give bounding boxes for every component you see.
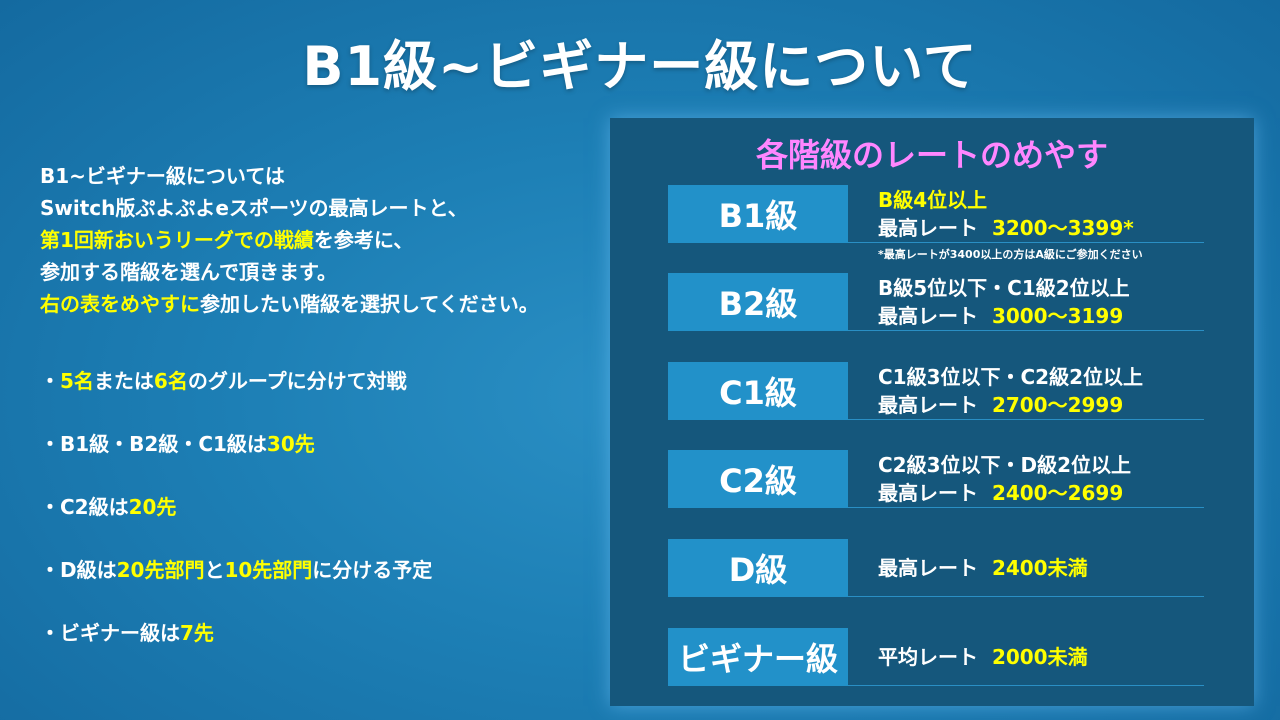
bullet-text: ・D級は [40, 558, 117, 582]
rate-line: 最高レート 3000〜3199 [878, 302, 1208, 330]
class-label: D級 [668, 539, 848, 597]
class-row-beginner: ビギナー級 平均レート 2000未満 [668, 628, 1204, 686]
rate-value: 2400〜2699 [991, 481, 1124, 505]
class-label: C1級 [668, 362, 848, 420]
class-condition: C2級3位以下・D級2位以上 [878, 453, 1132, 477]
bullet-text: に分ける予定 [312, 558, 433, 582]
rate-line: 最高レート 2400〜2699 [878, 479, 1208, 507]
class-row-c1: C1級 C1級3位以下・C2級2位以上 最高レート 2700〜2999 [668, 362, 1204, 420]
rate-label: 最高レート [878, 304, 978, 328]
list-item: ・C2級は20先 [40, 491, 176, 520]
class-condition: C1級3位以下・C2級2位以上 [878, 365, 1144, 389]
class-row-c2: C2級 C2級3位以下・D級2位以上 最高レート 2400〜2699 [668, 450, 1204, 508]
intro-text-part: 参加したい階級を選択してください。 [200, 292, 539, 316]
intro-line: 第1回新おいうリーグでの戦績を参考に、 [40, 224, 600, 256]
highlight-text: 6名 [153, 369, 188, 393]
list-item: ・B1級・B2級・C1級は30先 [40, 428, 315, 457]
rate-value: 2700〜2999 [991, 393, 1124, 417]
rate-value: 3000〜3199 [991, 304, 1124, 328]
divider [848, 596, 1204, 597]
class-condition: B級4位以上 [878, 188, 988, 212]
highlight-text: 右の表をめやすに [40, 292, 200, 316]
list-item: ・ビギナー級は7先 [40, 617, 214, 646]
class-row-d: D級 最高レート 2400未満 [668, 539, 1204, 597]
highlight-text: 5名 [60, 369, 94, 393]
rate-label: 最高レート [878, 481, 978, 505]
rate-guide-panel: 各階級のレートのめやす B1級 B級4位以上 最高レート 3200〜3399* … [610, 118, 1254, 706]
highlight-text: 20先部門 [116, 558, 205, 582]
page-title: B1級~ビギナー級について [302, 35, 978, 98]
class-info: C2級3位以下・D級2位以上 最高レート 2400〜2699 [878, 450, 1208, 508]
list-item: ・D級は20先部門と10先部門に分ける予定 [40, 554, 432, 583]
highlight-text: 30先 [266, 432, 315, 456]
class-label: C2級 [668, 450, 848, 508]
intro-text: B1~ビギナー級については Switch版ぷよぷよeスポーツの最高レートと、 第… [40, 160, 600, 320]
class-row-b2: B2級 B級5位以下・C1級2位以上 最高レート 3000〜3199 [668, 273, 1204, 331]
divider [848, 419, 1204, 420]
rate-line: 平均レート 2000未満 [878, 643, 1208, 671]
bullet-text: ・B1級・B2級・C1級は [40, 432, 267, 456]
class-info: B級4位以上 最高レート 3200〜3399* [878, 185, 1208, 243]
rate-label: 最高レート [878, 216, 978, 240]
footnote: *最高レートが3400以上の方はA級にご参加ください [878, 248, 1143, 261]
intro-line: 右の表をめやすに参加したい階級を選択してください。 [40, 288, 600, 320]
divider [848, 242, 1204, 243]
divider [848, 330, 1204, 331]
highlight-text: 20先 [128, 495, 177, 519]
class-label: B2級 [668, 273, 848, 331]
class-info: C1級3位以下・C2級2位以上 最高レート 2700〜2999 [878, 362, 1208, 420]
class-label: ビギナー級 [668, 628, 848, 686]
highlight-text: 第1回新おいうリーグでの戦績 [40, 228, 314, 252]
class-label: B1級 [668, 185, 848, 243]
class-row-b1: B1級 B級4位以上 最高レート 3200〜3399* [668, 185, 1204, 243]
bullet-text: ・ビギナー級は [40, 621, 180, 645]
class-info: 最高レート 2400未満 [878, 539, 1208, 597]
bullet-text: と [204, 558, 225, 582]
bullet-text: または [93, 369, 154, 393]
highlight-text: 10先部門 [224, 558, 313, 582]
divider [848, 685, 1204, 686]
intro-line: 参加する階級を選んで頂きます。 [40, 260, 337, 284]
rate-label: 平均レート [878, 645, 978, 669]
rate-line: 最高レート 3200〜3399* [878, 214, 1208, 242]
divider [848, 507, 1204, 508]
highlight-text: 7先 [180, 621, 214, 645]
bullet-text: ・ [40, 369, 60, 393]
class-info: 平均レート 2000未満 [878, 628, 1208, 686]
rate-value: 2400未満 [991, 556, 1088, 580]
class-info: B級5位以下・C1級2位以上 最高レート 3000〜3199 [878, 273, 1208, 331]
bullet-text: のグループに分けて対戦 [187, 369, 407, 393]
rate-line: 最高レート 2700〜2999 [878, 391, 1208, 419]
rate-label: 最高レート [878, 393, 978, 417]
rate-label: 最高レート [878, 556, 978, 580]
rate-value: 2000未満 [991, 645, 1088, 669]
rate-value: 3200〜3399* [991, 216, 1134, 240]
intro-line: Switch版ぷよぷよeスポーツの最高レートと、 [40, 196, 468, 220]
list-item: ・5名または6名のグループに分けて対戦 [40, 365, 407, 394]
panel-title: 各階級のレートのめやす [755, 136, 1108, 174]
rate-line: 最高レート 2400未満 [878, 554, 1208, 582]
intro-text-part: を参考に、 [313, 228, 414, 252]
intro-line: B1~ビギナー級については [40, 164, 285, 188]
class-condition: B級5位以下・C1級2位以上 [878, 276, 1130, 300]
bullet-text: ・C2級は [40, 495, 129, 519]
